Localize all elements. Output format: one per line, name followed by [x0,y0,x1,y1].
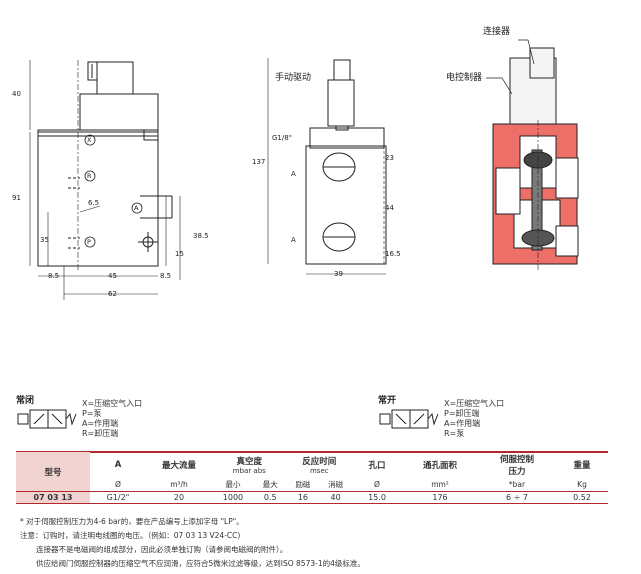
th-flow: 最大流量 [161,461,196,471]
th-vacuum-label: 真空度 [236,457,263,467]
no-title: 常开 [378,396,397,406]
cell-release: 40 [330,493,341,502]
th-orifice: 孔口 [368,461,386,471]
nc-valve-symbol [17,409,77,429]
dim-45: 45 [108,272,117,280]
th-area: 通孔面积 [422,461,457,471]
dim-40: 40 [12,90,21,98]
side-view [267,58,387,275]
cell-flow: 20 [173,493,185,502]
note-air-quality: 供应给阀门伺服控制器的压缩空气不应润滑，应符合5微米过滤等级，达到ISO 857… [36,559,365,568]
cell-a: G1/2" [106,493,130,502]
dim-16-5: 16.5 [385,250,401,258]
th-servo: 伺服控制压力 [478,452,556,478]
cell-vmax: 0.5 [263,493,277,502]
front-port-labels [84,134,143,248]
side-port-a-top: A [291,170,296,178]
cell-orifice: 15.0 [368,493,386,502]
no-legend-p: P=卸压端 [444,409,480,418]
callout-connector: 连接器 [483,27,511,37]
no-legend-x: X=压缩空气入口 [444,399,505,408]
front-view [29,60,181,300]
note-connector: 连接器不是电磁阀的组成部分，因此必须单独订购（请参阅电磁阀的附件）。 [36,545,288,554]
nc-legend-a: A=作用端 [82,419,119,428]
table-top-rule [16,451,608,453]
sub-vmax: 最大 [262,480,278,489]
table-subheader-row: Ø m³/h 最小 最大 励磁 消磁 Ø mm² *bar Kg [16,478,608,492]
callout-manual-drive: 手动驱动 [275,73,312,83]
no-legend-a: A=作用端 [444,419,481,428]
dim-91: 91 [12,194,21,202]
technical-drawing [29,39,579,300]
dim-62: 62 [108,290,117,298]
sub-flow: m³/h [170,480,188,489]
sub-a: Ø [115,480,121,489]
sub-servo: *bar [508,480,526,489]
th-a: A [114,460,122,470]
port-r: R [87,172,92,180]
sub-vmin: 最小 [225,480,241,489]
th-model: 型号 [16,452,90,492]
nc-legend-x: X=压缩空气入口 [82,399,143,408]
callout-controller: 电控制器 [446,73,483,83]
cell-servo: 6 ÷ 7 [506,493,528,502]
dim-137: 137 [252,158,266,166]
dim-44: 44 [385,204,394,212]
nc-legend-p: P=泵 [82,409,102,418]
cell-vmin: 1000 [222,493,244,502]
th-vacuum-unit: mbar abs [232,467,266,475]
dim-23: 23 [385,154,394,162]
side-port-a-bottom: A [291,236,296,244]
note-lp: * 对于伺服控制压力为4-6 bar的，要在产品编号上添加字母 "LP"。 [20,517,244,526]
note-voltage: 注意：订购时，请注明电线圈的电压。（例如：07 03 13 V24-CC) [20,531,241,540]
th-weight: 重量 [573,461,591,471]
cell-model: 07 03 13 [16,491,90,504]
dim-15: 15 [175,250,184,258]
port-p: P [87,238,91,246]
cell-excite: 16 [297,493,309,502]
th-response-label: 反应时间 [302,457,337,467]
dim-38-5: 38.5 [193,232,209,240]
port-a: A [134,204,139,212]
dim-6-5: 6.5 [88,199,100,207]
table-row: 07 03 13 G1/2" 20 1000 0.5 16 40 15.0 17… [16,491,608,504]
dim-39: 39 [334,270,343,278]
cell-weight: 0.52 [573,493,591,502]
section-view [486,39,579,270]
sub-area: mm² [431,480,449,489]
dim-8-5-left: 8.5 [48,272,60,280]
th-servo-label: 伺服控制 [499,455,534,465]
th-servo-label2: 压力 [508,467,526,477]
sub-orifice: Ø [374,480,380,489]
sub-excite: 励磁 [295,480,311,489]
th-response-unit: msec [309,467,329,475]
sub-release: 消磁 [328,480,344,489]
nc-legend-r: R=卸压端 [82,429,119,438]
no-legend-r: R=泵 [444,429,465,438]
nc-title: 常闭 [16,396,35,406]
no-valve-symbol [379,409,439,429]
dim-g18: G1/8" [272,134,292,142]
sub-weight: Kg [577,480,587,489]
port-x: X [87,136,92,144]
dim-35: 35 [40,236,49,244]
dim-8-5-right: 8.5 [160,272,172,280]
cell-area: 176 [432,493,448,502]
